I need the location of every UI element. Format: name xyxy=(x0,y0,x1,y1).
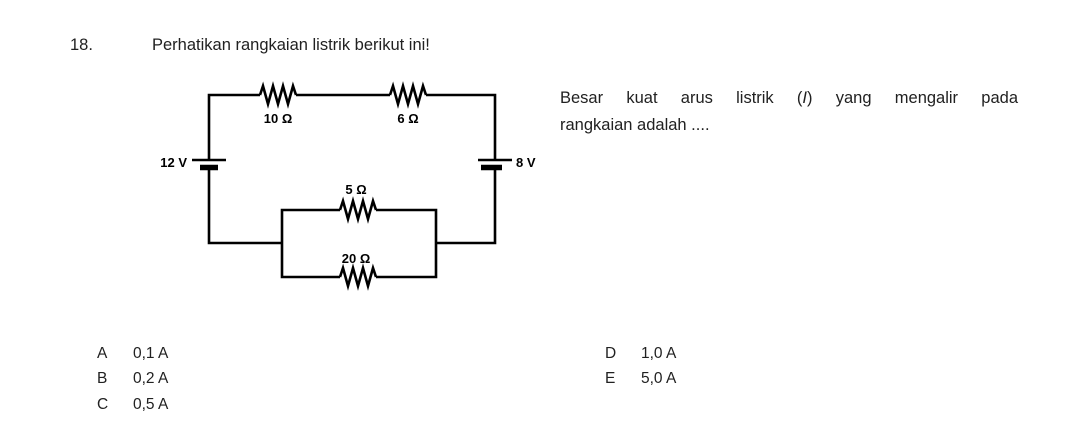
current-symbol: I xyxy=(802,89,808,107)
resistor-10ohm-label: 10 Ω xyxy=(264,111,293,126)
prompt-line1-post: ) yang mengalir pada xyxy=(807,89,1018,107)
resistor-5ohm-label: 5 Ω xyxy=(345,182,366,197)
resistor-6ohm-symbol xyxy=(388,81,428,109)
option-d-letter: D xyxy=(605,345,617,362)
resistor-6ohm-label: 6 Ω xyxy=(397,111,418,126)
option-a-value: 0,1 A xyxy=(133,345,169,362)
option-b-value: 0,2 A xyxy=(133,370,169,388)
option-c-letter: C xyxy=(97,395,109,413)
option-b: B 0,2 A xyxy=(97,366,168,391)
battery-8v-label: 8 V xyxy=(516,155,536,170)
options-column-right: D 1,0 A E 5,0 A xyxy=(605,341,676,392)
prompt-line1-pre: Besar kuat arus listrik ( xyxy=(560,89,803,107)
option-d-value: 1,0 A xyxy=(641,345,677,362)
resistor-10ohm-symbol xyxy=(258,81,298,109)
question-number: 18. xyxy=(70,36,93,54)
circuit-wire-bottom-right xyxy=(436,170,497,245)
question-prompt: Besar kuat arus listrik (I) yang mengali… xyxy=(560,85,1018,139)
resistor-5ohm-symbol xyxy=(338,196,378,224)
circuit-diagram: 10 Ω 6 Ω 5 Ω 20 Ω 12 V 8 V xyxy=(150,80,550,305)
battery-12v-label: 12 V xyxy=(160,155,187,170)
resistor-20ohm-label: 20 Ω xyxy=(342,251,371,266)
parallel-box-left xyxy=(280,208,340,279)
option-e-value: 5,0 A xyxy=(641,370,677,388)
option-c-value: 0,5 A xyxy=(133,395,169,413)
option-e: E 5,0 A xyxy=(605,366,676,391)
option-d: D 1,0 A xyxy=(605,341,676,366)
circuit-wire-bottom-left xyxy=(207,170,282,245)
question-intro-text: Perhatikan rangkaian listrik berikut ini… xyxy=(152,36,430,54)
circuit-wire-top-left xyxy=(207,93,260,159)
option-b-letter: B xyxy=(97,370,108,388)
option-a-letter: A xyxy=(97,345,108,362)
circuit-wire-top-right xyxy=(426,93,497,159)
prompt-line-2: rangkaian adalah .... xyxy=(560,116,710,134)
parallel-box-right xyxy=(376,208,438,279)
options-column-left: A 0,1 A B 0,2 A C 0,5 A xyxy=(97,341,168,417)
option-c: C 0,5 A xyxy=(97,392,168,417)
option-e-letter: E xyxy=(605,370,616,388)
prompt-line-1: Besar kuat arus listrik (I) yang mengali… xyxy=(560,85,1018,112)
option-a: A 0,1 A xyxy=(97,341,168,366)
resistor-20ohm-symbol xyxy=(338,263,378,291)
